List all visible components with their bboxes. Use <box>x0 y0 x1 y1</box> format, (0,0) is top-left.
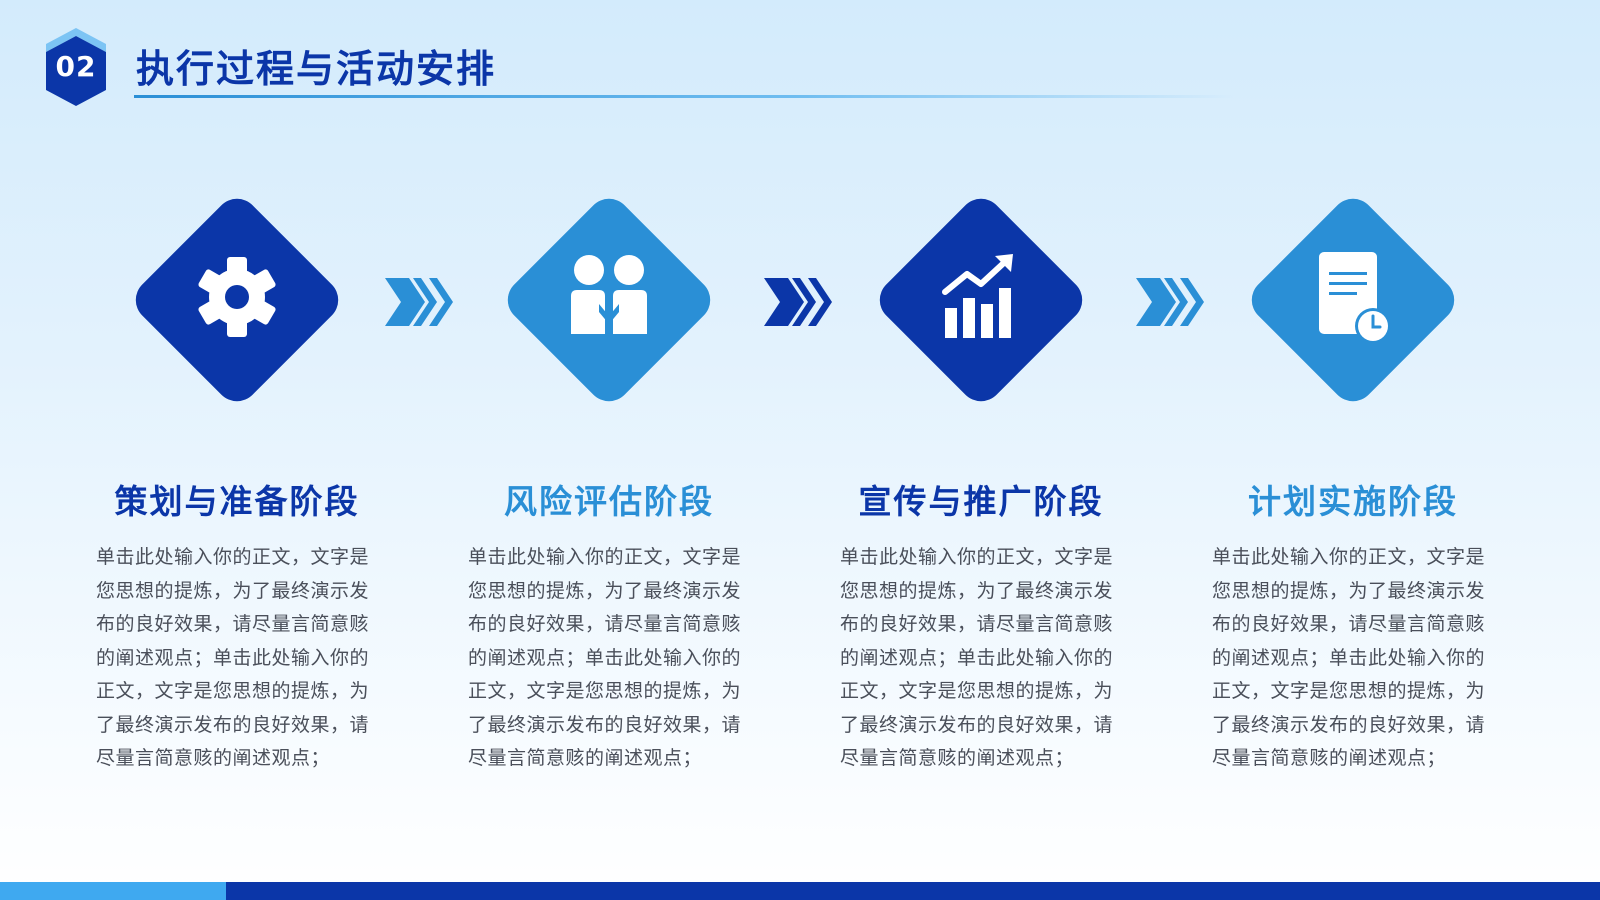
step-diamond <box>1233 180 1473 420</box>
slide-header: 02 执行过程与活动安排 <box>0 0 1600 110</box>
document-clock-icon <box>1319 252 1391 342</box>
gear-icon <box>198 257 276 337</box>
step-card-risk: 风险评估阶段 单击此处输入你的正文，文字是您思想的提炼，为了最终演示发布的良好效… <box>464 180 754 776</box>
step-title: 宣传与推广阶段 <box>858 482 1104 521</box>
title-underline <box>134 95 1234 98</box>
step-diamond <box>117 180 357 420</box>
footer-bar <box>226 882 1600 900</box>
growth-chart-icon <box>942 254 1013 338</box>
step-title: 风险评估阶段 <box>504 482 714 521</box>
step-description: 单击此处输入你的正文，文字是您思想的提炼，为了最终演示发布的良好效果，请尽量言简… <box>840 546 1114 769</box>
chevron-arrow-icon <box>764 278 832 326</box>
page-title: 执行过程与活动安排 <box>136 47 497 91</box>
step-description: 单击此处输入你的正文，文字是您思想的提炼，为了最终演示发布的良好效果，请尽量言简… <box>96 546 370 769</box>
step-title: 策划与准备阶段 <box>114 482 360 521</box>
step-card-planning: 策划与准备阶段 单击此处输入你的正文，文字是您思想的提炼，为了最终演示发布的良好… <box>92 180 382 776</box>
diamond-shape <box>507 198 711 402</box>
hexagon-badge-icon <box>46 28 106 106</box>
diamond-shape <box>879 198 1083 402</box>
step-description: 单击此处输入你的正文，文字是您思想的提炼，为了最终演示发布的良好效果，请尽量言简… <box>468 546 742 769</box>
step-diamond <box>489 180 729 420</box>
handshake-people-icon <box>571 255 647 334</box>
section-number-badge: 02 <box>44 28 108 110</box>
footer-bar-accent <box>0 882 226 900</box>
step-description: 单击此处输入你的正文，文字是您思想的提炼，为了最终演示发布的良好效果，请尽量言简… <box>1212 546 1486 769</box>
section-number: 02 <box>55 50 97 83</box>
step-title: 计划实施阶段 <box>1248 482 1458 521</box>
chevron-arrow-icon <box>385 278 453 326</box>
step-card-promotion: 宣传与推广阶段 单击此处输入你的正文，文字是您思想的提炼，为了最终演示发布的良好… <box>836 180 1126 776</box>
chevron-arrow-icon <box>1136 278 1204 326</box>
step-card-implementation: 计划实施阶段 单击此处输入你的正文，文字是您思想的提炼，为了最终演示发布的良好效… <box>1208 180 1498 776</box>
step-diamond <box>861 180 1101 420</box>
